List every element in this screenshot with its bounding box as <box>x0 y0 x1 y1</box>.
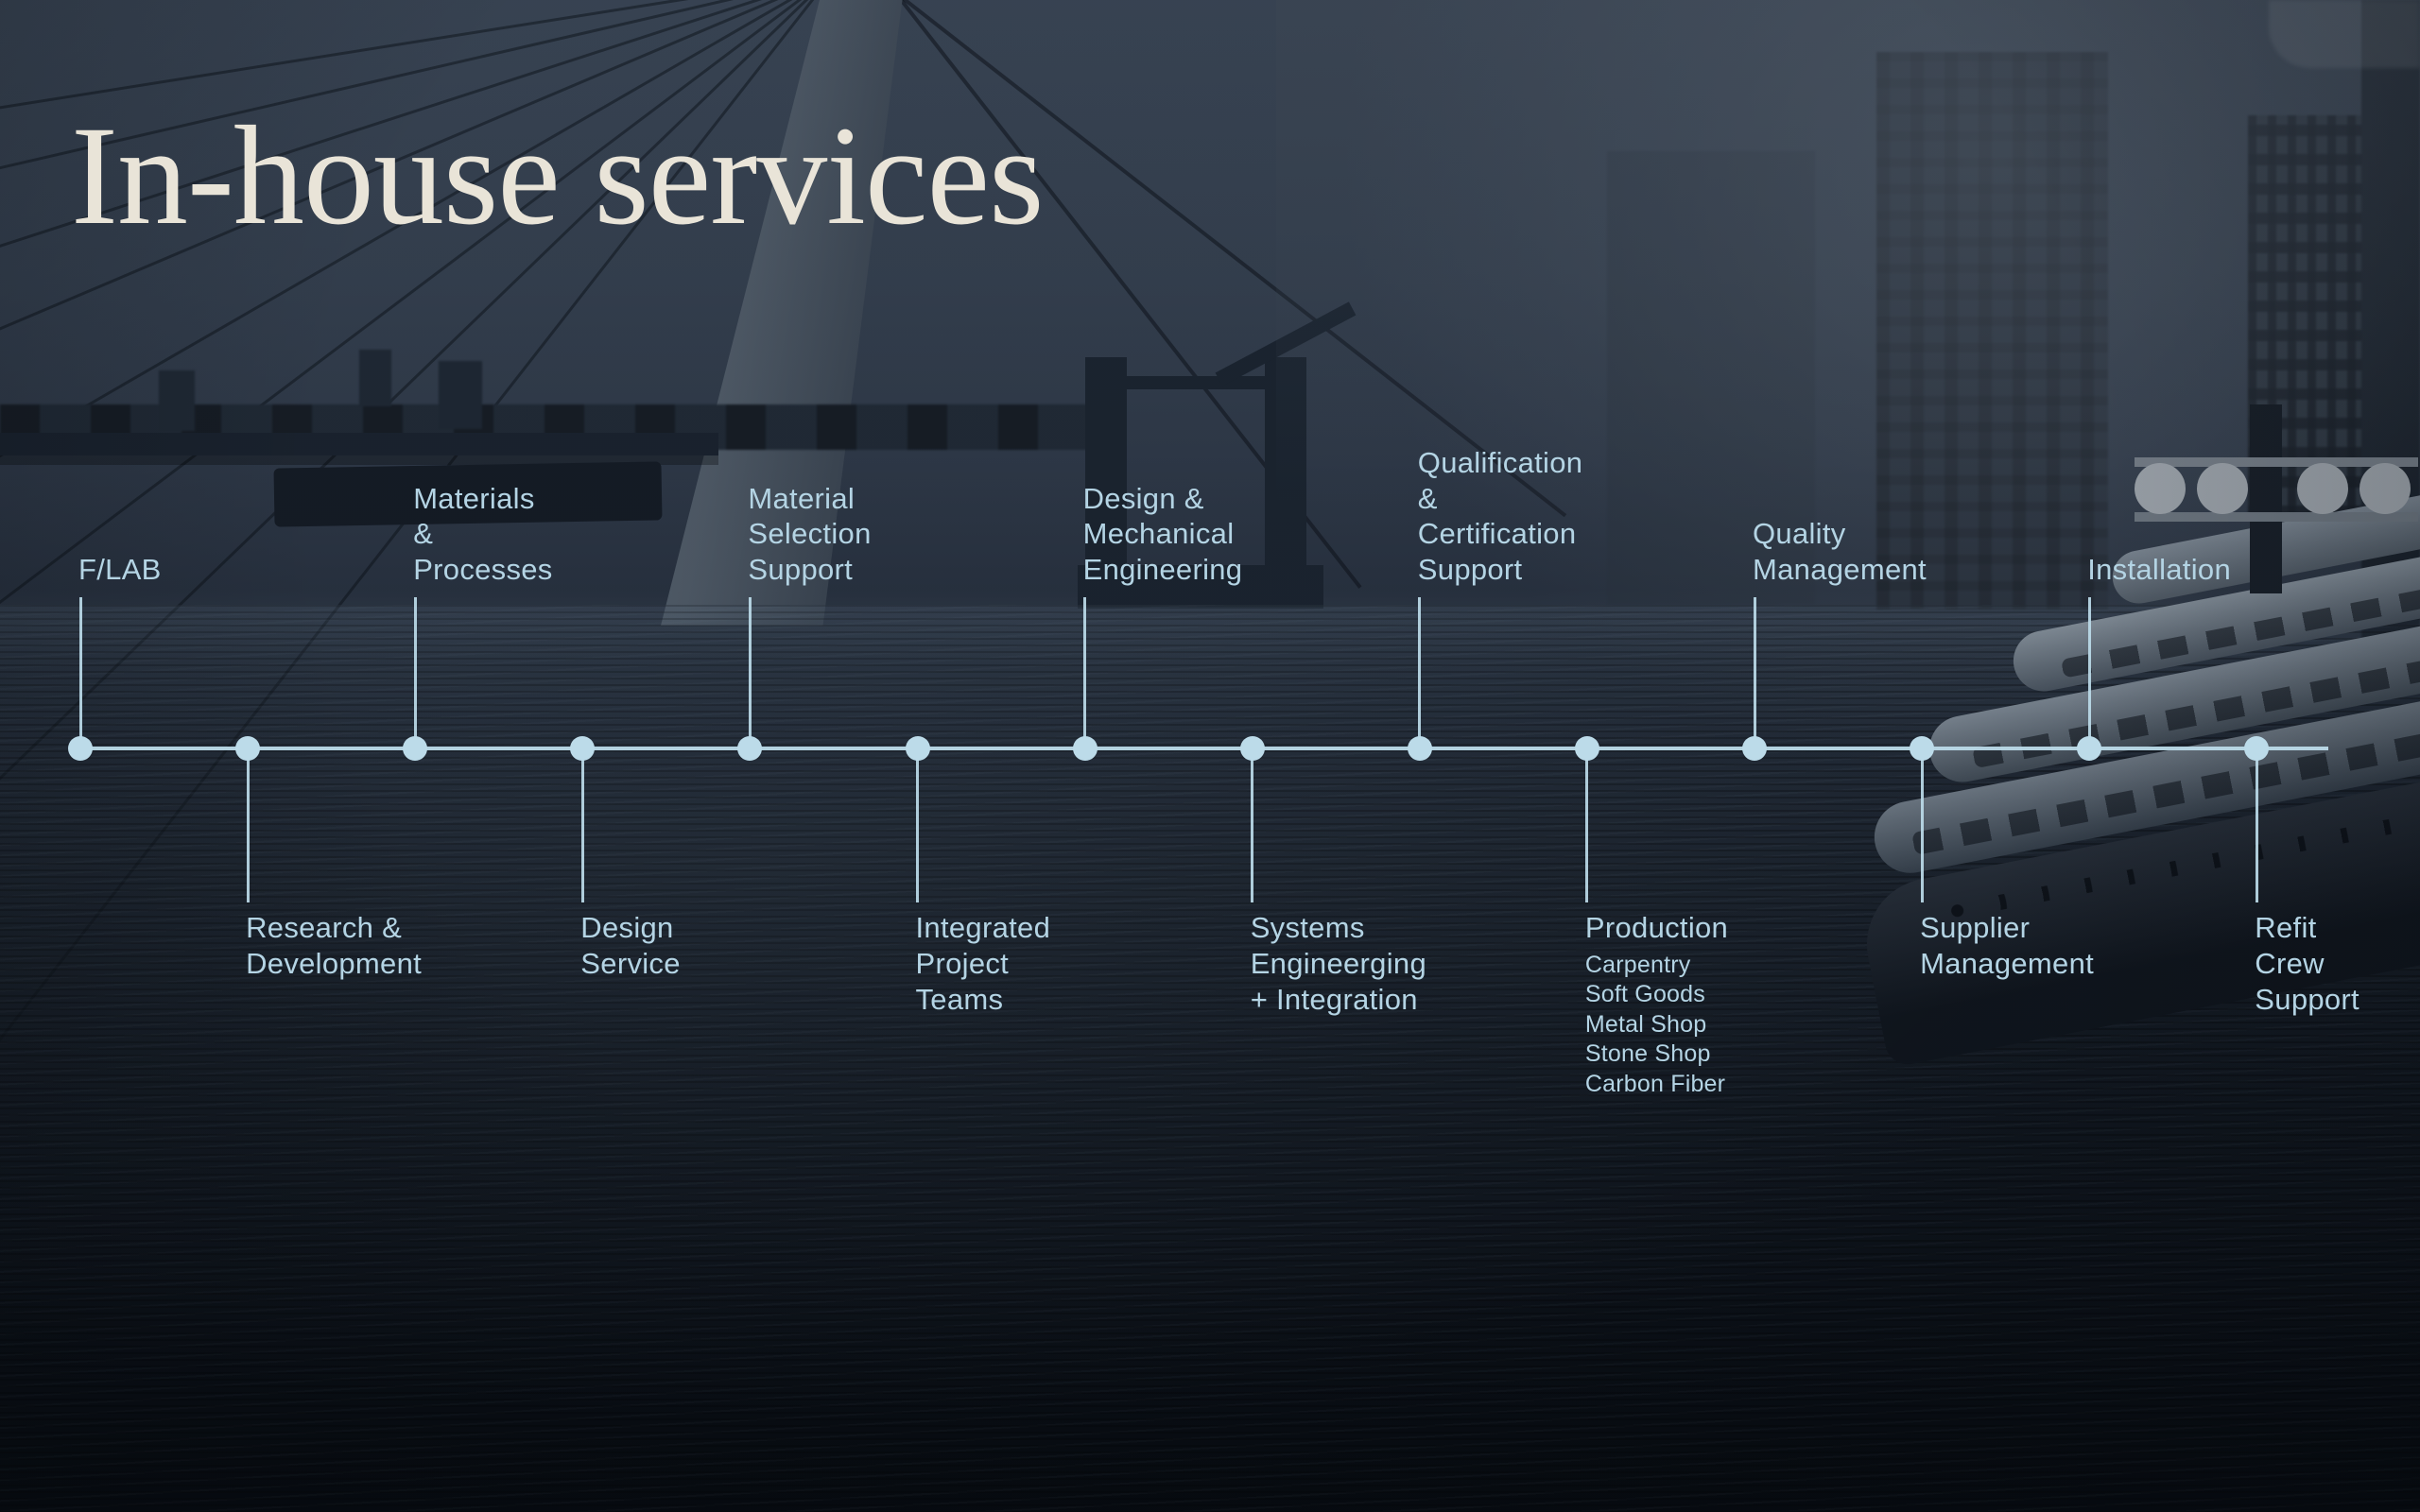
node-text: Research & Development <box>246 910 422 982</box>
node-text: Quality Management <box>1753 516 1927 588</box>
node-label: Refit Crew Support <box>2255 911 2360 1016</box>
node-text: Qualification & Certification Support <box>1418 445 1583 588</box>
node-label: Integrated Project Teams <box>915 911 1051 1016</box>
mast-pole <box>2250 404 2282 593</box>
connector-line <box>748 597 752 748</box>
lift-bridge <box>1078 301 1475 610</box>
skyscraper <box>1876 52 2108 610</box>
timeline-dot <box>1072 736 1098 761</box>
node-text: Integrated Project Teams <box>916 910 1051 1017</box>
node-sublist: Carpentry Soft Goods Metal Shop Stone Sh… <box>1584 951 1726 1097</box>
mast-platform <box>2135 512 2418 522</box>
connector-line <box>2255 748 2258 902</box>
timeline-dot <box>68 736 93 761</box>
node-label: Materials & Processes <box>413 481 553 587</box>
connector-line <box>246 748 250 902</box>
timeline-dot <box>905 736 930 761</box>
node-text: Supplier Management <box>1920 910 2094 982</box>
node-label: Production <box>1584 911 1729 944</box>
mast-platform <box>2135 457 2418 467</box>
node-text: Design & Mechanical Engineering <box>1083 481 1243 588</box>
connector-line <box>1418 597 1422 748</box>
node-text: Materials & Processes <box>413 481 552 588</box>
node-label: Systems Engineerging + Integration <box>1250 911 1426 1016</box>
connector-line <box>413 597 417 748</box>
timeline-axis <box>80 747 2328 750</box>
node-label: Quality Management <box>1753 517 1927 587</box>
node-label: Design Service <box>580 911 681 980</box>
timeline-dot <box>737 736 763 761</box>
node-text: F/LAB <box>78 552 162 588</box>
connector-line <box>580 748 584 902</box>
lift-bridge-truss <box>1085 376 1306 389</box>
connector-line <box>916 748 919 902</box>
timeline-dot <box>1742 736 1767 761</box>
node-text: Material Selection Support <box>748 481 871 588</box>
skyscraper <box>1607 151 1815 605</box>
node-text: Refit Crew Support <box>2255 910 2360 1017</box>
connector-line <box>1753 597 1756 748</box>
connector-line <box>1083 597 1087 748</box>
radar-dome <box>2360 463 2411 514</box>
connector-line <box>1251 748 1254 902</box>
connector-line <box>1920 748 1924 902</box>
node-label: Research & Development <box>246 911 423 980</box>
timeline-dot <box>1574 736 1599 761</box>
timeline-dot <box>235 736 261 761</box>
timeline-dot <box>2077 736 2102 761</box>
lift-bridge-base <box>1078 565 1323 609</box>
boat-silhouette <box>2269 0 2420 68</box>
node-label: Material Selection Support <box>748 481 872 587</box>
connector-line <box>2087 597 2091 748</box>
connector-line <box>78 597 82 748</box>
radar-dome <box>2197 463 2248 514</box>
node-label: Design & Mechanical Engineering <box>1082 481 1243 587</box>
node-label: F/LAB <box>78 553 162 587</box>
yacht-mast <box>2135 404 2418 608</box>
timeline-dot <box>1910 736 1935 761</box>
node-label: Installation <box>2087 553 2231 587</box>
timeline-dot <box>2244 736 2270 761</box>
timeline-dot <box>403 736 428 761</box>
node-text: Installation <box>2087 552 2231 588</box>
node-text: Design Service <box>580 910 680 982</box>
timeline-dot <box>570 736 596 761</box>
bridge-deck <box>0 433 718 465</box>
radar-dome <box>2135 463 2186 514</box>
node-text: Systems Engineerging + Integration <box>1251 910 1426 1017</box>
radar-dome <box>2297 463 2348 514</box>
timeline-dot <box>1407 736 1432 761</box>
page-title: In-house services <box>71 97 1044 254</box>
node-label: Qualification & Certification Support <box>1417 445 1583 587</box>
timeline-dot <box>1239 736 1265 761</box>
connector-line <box>1585 748 1589 902</box>
node-label: Supplier Management <box>1920 911 2095 980</box>
